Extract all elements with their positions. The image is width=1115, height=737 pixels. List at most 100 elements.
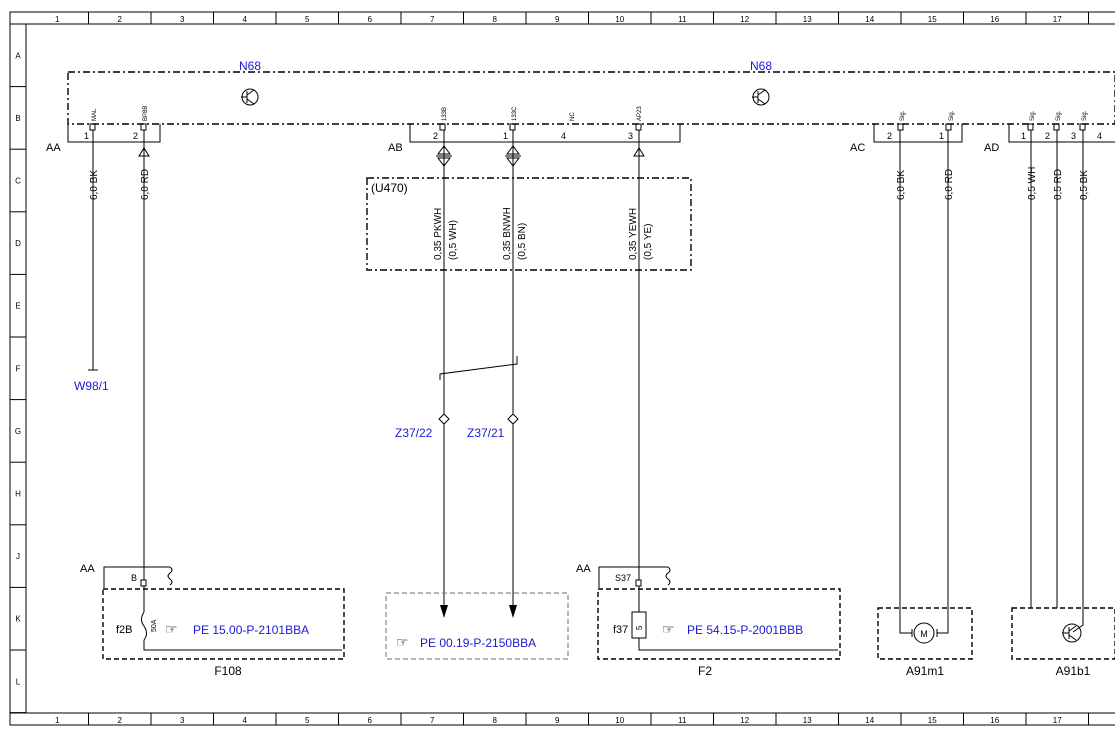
wires xyxy=(88,130,1084,634)
column-number: 3 xyxy=(180,15,185,24)
motor-symbol: M xyxy=(920,629,928,639)
column-number: 16 xyxy=(990,15,999,24)
column-number: 13 xyxy=(803,15,812,24)
column-number: 15 xyxy=(928,15,937,24)
wire-label: (0,5 BN) xyxy=(517,223,528,260)
fuse-label: f2B xyxy=(116,624,133,636)
control-unit-n68: N68 N68 xyxy=(67,59,1115,125)
row-letter: J xyxy=(16,552,20,561)
fuse-ref-link[interactable]: PE 15.00-P-2101BBA xyxy=(193,623,309,637)
column-ruler: 1122334455667788991010111112121313141415… xyxy=(55,12,1089,725)
fuse-box-f2: AA S37 f37 5 ☞ PE 54.15-P-2001BBB F2 xyxy=(576,563,841,678)
pin-tag: Sig. xyxy=(1082,110,1088,121)
pin-number: 1 xyxy=(1021,131,1026,141)
hand-pointer-icon: ☞ xyxy=(662,621,675,637)
column-number: 5 xyxy=(305,15,310,24)
connector-aa-label: AA xyxy=(46,142,61,154)
column-number: 8 xyxy=(493,716,498,725)
column-number: 6 xyxy=(368,716,373,725)
splice-ref-link[interactable]: Z37/21 xyxy=(467,426,505,440)
fuse-ref-link[interactable]: PE 54.15-P-2001BBB xyxy=(687,623,803,637)
pin-tag: BP8B xyxy=(143,106,149,121)
column-number: 11 xyxy=(678,15,687,24)
connector-ab-label: AB xyxy=(388,142,403,154)
transistor-icon xyxy=(752,88,770,106)
column-number: 17 xyxy=(1053,716,1062,725)
row-letter: G xyxy=(15,427,21,436)
pin-number: 2 xyxy=(887,131,892,141)
fuse-rating: 5 xyxy=(635,625,644,630)
row-letter: L xyxy=(16,677,21,686)
pin-number: 2 xyxy=(1045,131,1050,141)
transistor-icon xyxy=(241,88,259,106)
connector-aa: AA 1 2 MAL BP8B xyxy=(46,106,161,154)
row-letter: F xyxy=(16,364,21,373)
column-number: 9 xyxy=(555,15,560,24)
ground-ref-link[interactable]: W98/1 xyxy=(74,379,109,393)
column-number: 7 xyxy=(430,15,435,24)
wire-label: 6,0 BK xyxy=(896,170,907,200)
motor-icon xyxy=(913,622,935,644)
row-letter: B xyxy=(15,114,20,123)
pin-tag: Sig. xyxy=(1030,110,1036,121)
pin-number: 4 xyxy=(561,131,566,141)
row-letter: D xyxy=(15,239,21,248)
wire-label: 6,0 RD xyxy=(140,169,151,200)
pin-tag: Sig. xyxy=(1056,110,1062,121)
column-number: 5 xyxy=(305,716,310,725)
column-number: 12 xyxy=(740,15,749,24)
pin-tag: Sig. xyxy=(900,110,906,121)
pin-label: B xyxy=(131,573,137,583)
pin-number: 3 xyxy=(1071,131,1076,141)
column-number: 4 xyxy=(243,716,248,725)
fuse-label: f37 xyxy=(613,624,628,636)
ref-link[interactable]: PE 00.19-P-2150BBA xyxy=(420,636,536,650)
pin-number: 4 xyxy=(1097,131,1102,141)
pin-tag: 133B xyxy=(442,107,448,121)
n68-label-left: N68 xyxy=(239,59,261,73)
wire-label: (0,5 YE) xyxy=(643,224,654,261)
component-name: A91m1 xyxy=(906,664,944,678)
column-number: 7 xyxy=(430,716,435,725)
connector-ad-label: AD xyxy=(984,142,999,154)
component-a91m1: M A91m1 xyxy=(877,607,973,678)
wire-label: 0,35 BNWH xyxy=(502,207,513,260)
pin-tag: AP23 xyxy=(637,106,643,121)
column-number: 14 xyxy=(865,716,874,725)
column-number: 15 xyxy=(928,716,937,725)
column-number: 17 xyxy=(1053,15,1062,24)
wire-label: 6,0 RD xyxy=(944,169,955,200)
column-number: 1 xyxy=(55,15,60,24)
splice-ref-link[interactable]: Z37/22 xyxy=(395,426,433,440)
component-name: A91b1 xyxy=(1056,664,1091,678)
hand-pointer-icon: ☞ xyxy=(396,634,409,650)
fuse-rating: 50A xyxy=(151,619,158,632)
column-number: 2 xyxy=(118,716,123,725)
harness-box xyxy=(366,177,692,271)
pin-number: 1 xyxy=(939,131,944,141)
pin-number: 3 xyxy=(628,131,633,141)
pin-tag: Sig. xyxy=(949,110,955,121)
column-number: 11 xyxy=(678,716,687,725)
wire-label: 0,35 YEWH xyxy=(628,208,639,260)
connector-ac-label: AC xyxy=(850,142,865,154)
pin-tag: MAL xyxy=(92,108,98,121)
column-number: 14 xyxy=(865,15,874,24)
pin-number: 1 xyxy=(84,131,89,141)
ref-box-mid: ☞ PE 00.19-P-2150BBA xyxy=(385,592,569,660)
frame xyxy=(9,11,1115,726)
column-number: 3 xyxy=(180,716,185,725)
row-letter: C xyxy=(15,177,21,186)
transistor-icon xyxy=(1062,623,1082,643)
pin-label: S37 xyxy=(615,573,631,583)
fuse-box-name: F108 xyxy=(214,664,242,678)
connector-ab: AB 2 1 4 3 133B 133C NC AP23 xyxy=(388,106,681,154)
n68-label-right: N68 xyxy=(750,59,772,73)
wire-label: 6,0 BK xyxy=(89,170,100,200)
conn-label: AA xyxy=(576,563,591,575)
column-number: 10 xyxy=(615,15,624,24)
conn-label: AA xyxy=(80,563,95,575)
hand-pointer-icon: ☞ xyxy=(165,621,178,637)
